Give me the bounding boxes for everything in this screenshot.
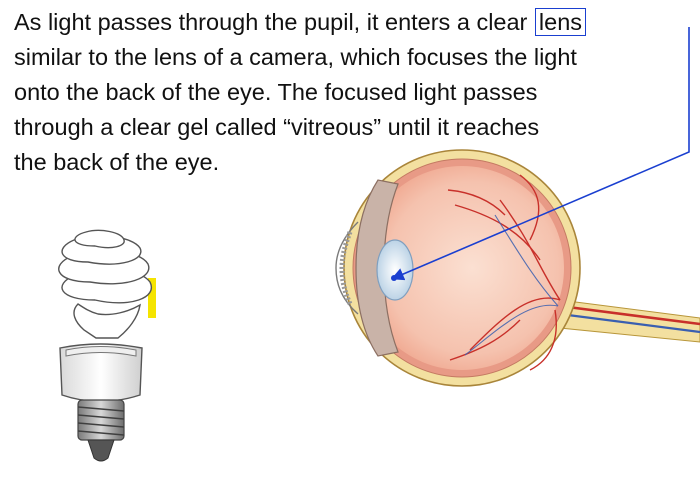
line1-text: As light passes through the pupil, it en… [14, 9, 534, 35]
bulb-screw-base [77, 399, 125, 462]
lens [376, 239, 414, 301]
cornea [335, 221, 359, 315]
paragraph-line-5: the back of the eye. [14, 149, 220, 175]
paragraph-line-3: onto the back of the eye. The focused li… [14, 79, 538, 105]
cfl-light-bulb-icon [58, 229, 156, 462]
paragraph-line-1: As light passes through the pupil, it en… [14, 8, 587, 36]
bulb-glow [148, 278, 156, 318]
retinal-vessels [447, 174, 561, 371]
eye-cross-section-icon [335, 149, 700, 387]
lens-highlight: lens [534, 8, 587, 36]
paragraph-line-4: through a clear gel called “vitreous” un… [14, 114, 540, 140]
paragraph-line-2: similar to the lens of a camera, which f… [14, 44, 577, 70]
lens-pointer-line [391, 27, 690, 281]
